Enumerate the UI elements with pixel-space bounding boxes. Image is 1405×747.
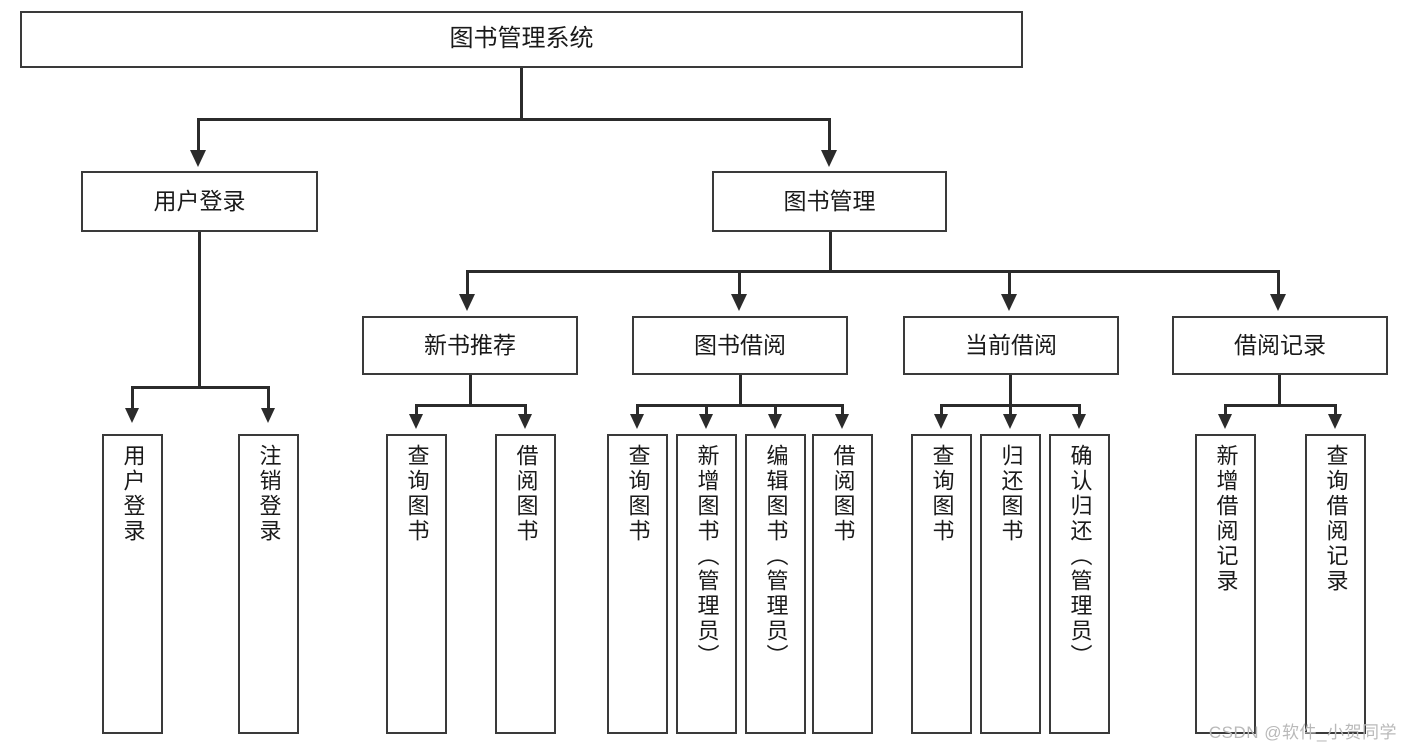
leaf-cb-return-book[interactable]: 归还图书: [980, 434, 1041, 734]
connector-nbr-drop-0: [415, 404, 418, 416]
leaf-cb-query-book[interactable]: 查询图书: [911, 434, 972, 734]
leaf-label: 查询借阅记录: [1323, 444, 1349, 594]
arrowhead-book-management: [821, 150, 837, 167]
arrowhead-bb-leaf-2: [768, 414, 782, 429]
connector-br-stem: [1278, 375, 1281, 406]
leaf-user-login[interactable]: 用户登录: [102, 434, 163, 734]
connector-drop-new-book-recommend: [466, 270, 469, 296]
node-label: 当前借阅: [965, 331, 1057, 358]
connector-br-drop-0: [1224, 404, 1227, 416]
connector-user-login-bus: [131, 386, 269, 389]
node-label: 图书管理系统: [449, 25, 594, 53]
leaf-label: 归还图书: [998, 444, 1024, 544]
leaf-nbr-query-book[interactable]: 查询图书: [386, 434, 447, 734]
arrowhead-bb-leaf-3: [835, 414, 849, 429]
leaf-label: 确认归还（管理员）: [1067, 444, 1093, 669]
connector-drop-leaf-user-login: [131, 386, 134, 410]
leaf-label: 查询图书: [625, 444, 651, 544]
leaf-label: 查询图书: [404, 444, 430, 544]
arrowhead-leaf-logout: [261, 408, 275, 423]
arrowhead-cb-leaf-2: [1072, 414, 1086, 429]
leaf-cb-confirm-return-admin[interactable]: 确认归还（管理员）: [1049, 434, 1110, 734]
connector-nbr-bus: [415, 404, 527, 407]
leaf-label: 编辑图书（管理员）: [763, 444, 789, 669]
connector-level1-bus: [197, 118, 831, 121]
arrowhead-cb-leaf-1: [1003, 414, 1017, 429]
connector-bb-drop-2: [774, 404, 777, 416]
node-book-borrow[interactable]: 图书借阅: [632, 316, 848, 375]
arrowhead-leaf-user-login: [125, 408, 139, 423]
connector-root-stem: [520, 68, 523, 118]
arrowhead-cb-leaf-0: [934, 414, 948, 429]
arrowhead-br-leaf-0: [1218, 414, 1232, 429]
connector-cb-drop-0: [940, 404, 943, 416]
connector-drop-book-management: [828, 118, 831, 152]
connector-nbr-stem: [469, 375, 472, 406]
connector-level3-bus: [466, 270, 1280, 273]
connector-drop-borrow-records: [1277, 270, 1280, 296]
connector-bb-stem: [739, 375, 742, 406]
arrowhead-nbr-leaf-0: [409, 414, 423, 429]
connector-drop-user-login: [197, 118, 200, 152]
arrowhead-new-book-recommend: [459, 294, 475, 311]
node-root-book-management-system[interactable]: 图书管理系统: [20, 11, 1023, 68]
leaf-bb-edit-book-admin[interactable]: 编辑图书（管理员）: [745, 434, 806, 734]
node-label: 用户登录: [153, 187, 246, 214]
arrowhead-book-borrow: [731, 294, 747, 311]
arrowhead-user-login: [190, 150, 206, 167]
arrowhead-bb-leaf-1: [699, 414, 713, 429]
arrowhead-borrow-records: [1270, 294, 1286, 311]
connector-bb-drop-0: [636, 404, 639, 416]
connector-bb-drop-3: [841, 404, 844, 416]
leaf-label: 借阅图书: [830, 444, 856, 544]
leaf-label: 注销登录: [256, 444, 282, 544]
node-label: 新书推荐: [424, 331, 516, 358]
connector-cb-drop-2: [1078, 404, 1081, 416]
node-label: 图书借阅: [694, 331, 786, 358]
connector-drop-leaf-logout: [267, 386, 270, 410]
leaf-br-add-record[interactable]: 新增借阅记录: [1195, 434, 1256, 734]
connector-book-management-stem: [829, 232, 832, 272]
connector-br-bus: [1224, 404, 1337, 407]
leaf-br-query-record[interactable]: 查询借阅记录: [1305, 434, 1366, 734]
connector-br-drop-1: [1334, 404, 1337, 416]
connector-drop-book-borrow: [738, 270, 741, 296]
node-book-management[interactable]: 图书管理: [712, 171, 947, 232]
arrowhead-current-borrow: [1001, 294, 1017, 311]
leaf-label: 新增借阅记录: [1213, 444, 1239, 594]
connector-cb-stem: [1009, 375, 1012, 406]
connector-bb-bus: [636, 404, 844, 407]
arrowhead-nbr-leaf-1: [518, 414, 532, 429]
connector-user-login-stem: [198, 232, 201, 388]
node-borrow-records[interactable]: 借阅记录: [1172, 316, 1388, 375]
csdn-watermark: CSDN @软件_小贺同学: [1208, 723, 1397, 742]
node-label: 图书管理: [783, 187, 876, 214]
connector-drop-current-borrow: [1008, 270, 1011, 296]
node-current-borrow[interactable]: 当前借阅: [903, 316, 1119, 375]
leaf-logout[interactable]: 注销登录: [238, 434, 299, 734]
node-label: 借阅记录: [1234, 331, 1326, 358]
leaf-bb-borrow-book[interactable]: 借阅图书: [812, 434, 873, 734]
arrowhead-br-leaf-1: [1328, 414, 1342, 429]
leaf-label: 查询图书: [929, 444, 955, 544]
node-new-book-recommend[interactable]: 新书推荐: [362, 316, 578, 375]
leaf-bb-query-book[interactable]: 查询图书: [607, 434, 668, 734]
leaf-nbr-borrow-book[interactable]: 借阅图书: [495, 434, 556, 734]
leaf-label: 借阅图书: [513, 444, 539, 544]
connector-cb-drop-1: [1009, 404, 1012, 416]
arrowhead-bb-leaf-0: [630, 414, 644, 429]
leaf-bb-add-book-admin[interactable]: 新增图书（管理员）: [676, 434, 737, 734]
leaf-label: 用户登录: [120, 444, 146, 544]
connector-nbr-drop-1: [524, 404, 527, 416]
connector-bb-drop-1: [705, 404, 708, 416]
node-user-login[interactable]: 用户登录: [81, 171, 318, 232]
leaf-label: 新增图书（管理员）: [694, 444, 720, 669]
